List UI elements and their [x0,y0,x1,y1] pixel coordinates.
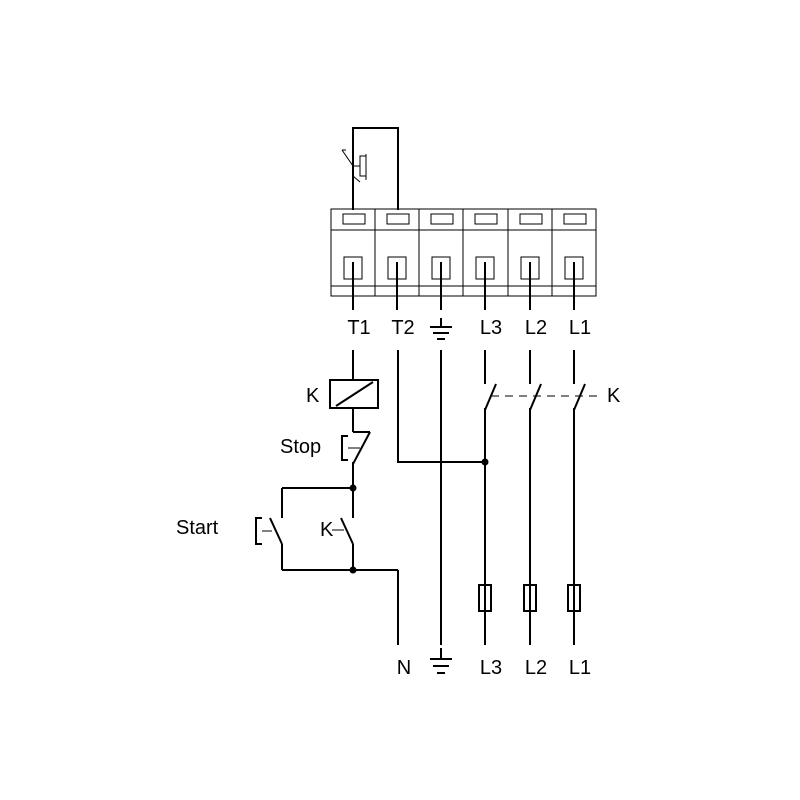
terminal-leads [352,262,575,310]
wire-t2-l3 [397,350,485,463]
contactor-label: K [607,385,621,407]
terminal-label-l2: L2 [525,317,547,339]
start-pushbutton [255,488,283,570]
ground-icon [430,318,452,340]
supply-label-l2: L2 [525,657,547,679]
supply-label-l3: L3 [480,657,502,679]
fuse-icon [478,584,492,645]
terminal-label-t2: T2 [391,317,414,339]
thermal-overload-icon [341,127,399,210]
stop-label: Stop [280,436,321,458]
main-contacts [484,350,600,585]
supply-label-n: N [397,657,411,679]
holding-contact [332,488,354,570]
start-label: Start [176,517,219,539]
ground-icon [430,648,452,674]
coil-icon [329,379,379,409]
junction-dot [349,566,357,574]
holding-contact-label: K [320,519,334,541]
terminal-label-l1: L1 [569,317,591,339]
terminal-label-l3: L3 [480,317,502,339]
fuse-icon [567,584,581,645]
terminal-block [330,208,597,297]
stop-pushbutton [341,431,371,488]
coil-label: K [306,385,320,407]
supply-label-l1: L1 [569,657,591,679]
terminal-label-t1: T1 [347,317,370,339]
fuse-icon [523,584,537,645]
